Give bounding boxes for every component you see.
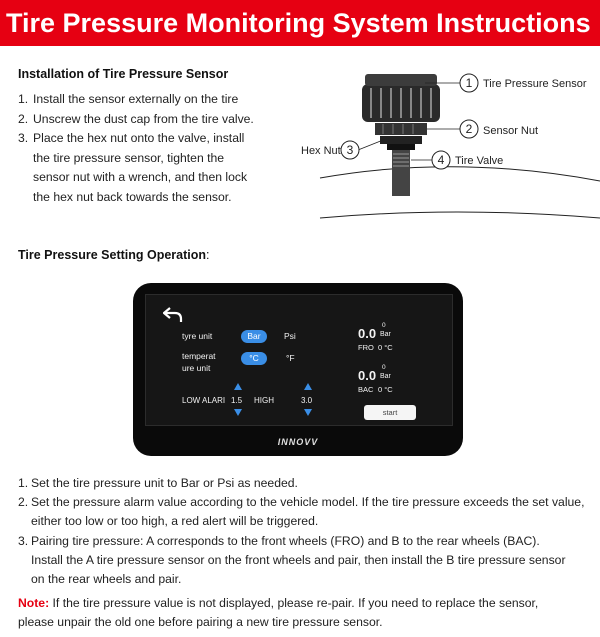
temp-fahrenheit-option[interactable]: °F: [286, 353, 295, 363]
label-num-3: 3: [347, 143, 354, 157]
operation-item-2: 2. Set the pressure alarm value accordin…: [18, 495, 585, 510]
front-wheel-label: FRO: [358, 343, 374, 352]
tyre-unit-label: tyre unit: [182, 331, 213, 341]
label-sensor-nut: Sensor Nut: [483, 125, 538, 137]
front-pressure-value: 0.0: [358, 326, 377, 341]
sensor-nut-shape: [375, 123, 427, 135]
operation-instructions: 1. Set the tire pressure unit to Bar or …: [18, 474, 600, 589]
note-paragraph: Note: If the tire pressure value is not …: [18, 596, 539, 630]
installation-steps: 1. Install the sensor externally on the …: [18, 90, 283, 208]
label-num-1: 1: [466, 76, 473, 90]
tire-rim-outer: [319, 166, 600, 182]
setting-heading: Tire Pressure Setting Operation:: [18, 248, 210, 262]
label-tire-valve: Tire Valve: [455, 155, 503, 167]
low-alarm-value: 1.5: [231, 396, 243, 405]
high-alarm-value: 3.0: [301, 396, 313, 405]
device-brand-logo: INNOVV: [277, 437, 319, 447]
page-banner-title: Tire Pressure Monitoring System Instruct…: [0, 0, 600, 46]
high-alarm-down-arrow[interactable]: [304, 409, 312, 416]
temp-celsius-toggle[interactable]: °C: [241, 352, 267, 365]
sensor-install-diagram: 1 2 3 4 Tire Pressure Sensor Sensor Nut …: [301, 73, 600, 219]
temperature-unit-label-2: ure unit: [182, 363, 211, 373]
high-alarm-label: HIGH: [254, 396, 274, 405]
label-num-2: 2: [466, 122, 473, 136]
front-small-zero: 0: [382, 322, 386, 329]
high-alarm-up-arrow[interactable]: [304, 383, 312, 390]
tpms-display-device: tyre unit Bar Psi temperat ure unit °C °…: [133, 283, 463, 456]
tire-rim-inner: [319, 211, 600, 219]
rear-temperature: 0 °C: [378, 385, 393, 394]
install-step-2: 2. Unscrew the dust cap from the tire va…: [18, 111, 254, 126]
rear-wheel-label: BAC: [358, 385, 374, 394]
install-step-1: 1. Install the sensor externally on the …: [18, 92, 239, 106]
low-alarm-down-arrow[interactable]: [234, 409, 242, 416]
label-hex-nut: Hex Nut: [301, 145, 341, 157]
low-alarm-label: LOW ALARI: [182, 396, 226, 405]
operation-item-3: 3. Pairing tire pressure: A corresponds …: [18, 533, 540, 548]
rear-pressure-value: 0.0: [358, 368, 377, 383]
rear-pressure-unit: Bar: [380, 373, 391, 380]
unit-bar-toggle[interactable]: Bar: [241, 330, 267, 343]
temperature-unit-label-1: temperat: [182, 351, 216, 361]
label-num-4: 4: [438, 153, 445, 167]
front-temperature: 0 °C: [378, 343, 393, 352]
rear-small-zero: 0: [382, 364, 386, 371]
device-screen: tyre unit Bar Psi temperat ure unit °C °…: [145, 294, 453, 426]
unit-psi-option[interactable]: Psi: [284, 331, 296, 341]
front-pressure-unit: Bar: [380, 331, 391, 338]
label-tire-pressure-sensor: Tire Pressure Sensor: [483, 78, 587, 90]
hex-nut-shape: [380, 136, 422, 144]
back-arrow-icon[interactable]: [163, 307, 183, 323]
low-alarm-up-arrow[interactable]: [234, 383, 242, 390]
install-step-3: 3. Place the hex nut onto the valve, ins…: [18, 131, 248, 204]
note-label: Note:: [18, 596, 50, 610]
start-button[interactable]: start: [364, 405, 416, 420]
installation-heading: Installation of Tire Pressure Sensor: [18, 67, 229, 81]
tire-valve-shape: [392, 144, 410, 196]
operation-item-1: 1. Set the tire pressure unit to Bar or …: [18, 476, 298, 490]
